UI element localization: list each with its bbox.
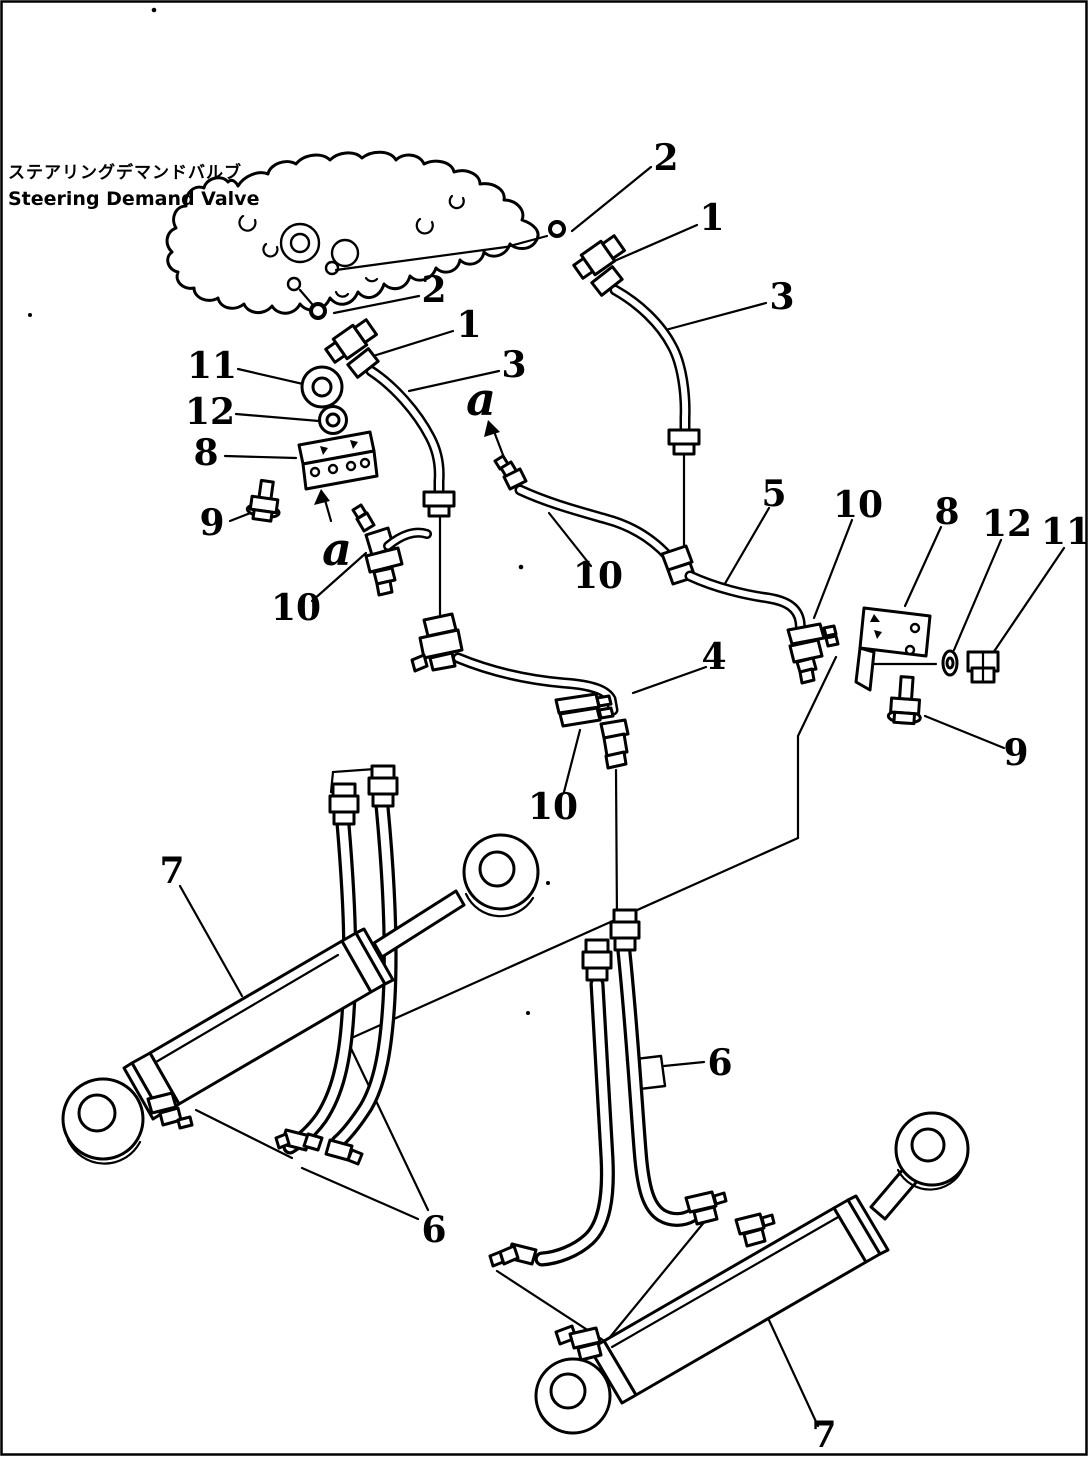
callout-8-left: 8 <box>193 432 218 474</box>
callout-12-left: 12 <box>185 391 235 433</box>
callout-9-right: 9 <box>1003 732 1028 774</box>
callout-11-left: 11 <box>187 345 237 387</box>
callout-4: 4 <box>701 636 726 678</box>
callout-7-left: 7 <box>159 850 184 892</box>
hose-6-left-pair <box>274 764 399 1166</box>
callout-10-right: 10 <box>833 484 883 526</box>
nut-11-left <box>300 365 344 409</box>
nut-11-right <box>966 650 1000 684</box>
leader-lines <box>178 165 1066 1428</box>
steering-cylinder-right <box>534 1111 970 1435</box>
washer-12-left <box>318 405 348 435</box>
connector-1-left <box>324 318 378 364</box>
callout-12-right: 12 <box>982 503 1032 545</box>
callout-6-right: 6 <box>707 1042 732 1084</box>
view-label-a-right: a <box>466 372 496 426</box>
bracket-8-left <box>297 430 379 491</box>
callout-6-left: 6 <box>421 1209 446 1251</box>
callout-1-right: 1 <box>699 197 724 239</box>
callout-1-left: 1 <box>456 304 481 346</box>
pipe-4 <box>410 612 630 770</box>
callout-9-left: 9 <box>199 502 224 544</box>
bolt-9-left <box>245 478 281 523</box>
callout-10-bottom: 10 <box>528 786 578 828</box>
o-ring-2-left <box>309 302 327 320</box>
callout-2-right: 2 <box>653 137 678 179</box>
bracket-8-right <box>854 606 932 692</box>
callout-3-left: 3 <box>501 344 526 386</box>
callout-3-right: 3 <box>769 276 794 318</box>
valve-title-jp: ステアリングデマンドバルブ <box>8 162 242 183</box>
callout-11-right: 11 <box>1041 511 1090 553</box>
elbow-10-left <box>351 503 432 597</box>
tee-10-bottom <box>554 692 615 728</box>
tube-3-right <box>590 265 701 456</box>
steering-demand-valve-body <box>165 150 540 315</box>
view-arrow-a-left <box>314 489 333 523</box>
elbow-10-right <box>786 622 840 685</box>
valve-title-en: Steering Demand Valve <box>8 188 259 210</box>
callout-2-left: 2 <box>421 269 446 311</box>
tube-3-left <box>346 347 456 518</box>
connector-1-right <box>572 234 626 280</box>
callout-10-center: 10 <box>573 555 623 597</box>
steering-cylinder-left <box>61 833 540 1165</box>
callout-7-bottom: 7 <box>811 1414 836 1456</box>
callout-5: 5 <box>761 473 786 515</box>
hose-6-right-pair <box>488 908 728 1268</box>
callout-8-right: 8 <box>934 491 959 533</box>
valve-face-details <box>238 194 465 298</box>
washer-12-right <box>941 649 959 677</box>
bolt-9-right <box>886 675 922 726</box>
callout-labels: 2 1 3 2 1 3 11 12 8 9 10 a a 10 5 10 8 1… <box>159 137 1090 1456</box>
pipe-5 <box>493 454 807 640</box>
view-label-a-left: a <box>322 522 352 576</box>
callout-10-left: 10 <box>271 587 321 629</box>
o-ring-2-right <box>548 220 566 238</box>
